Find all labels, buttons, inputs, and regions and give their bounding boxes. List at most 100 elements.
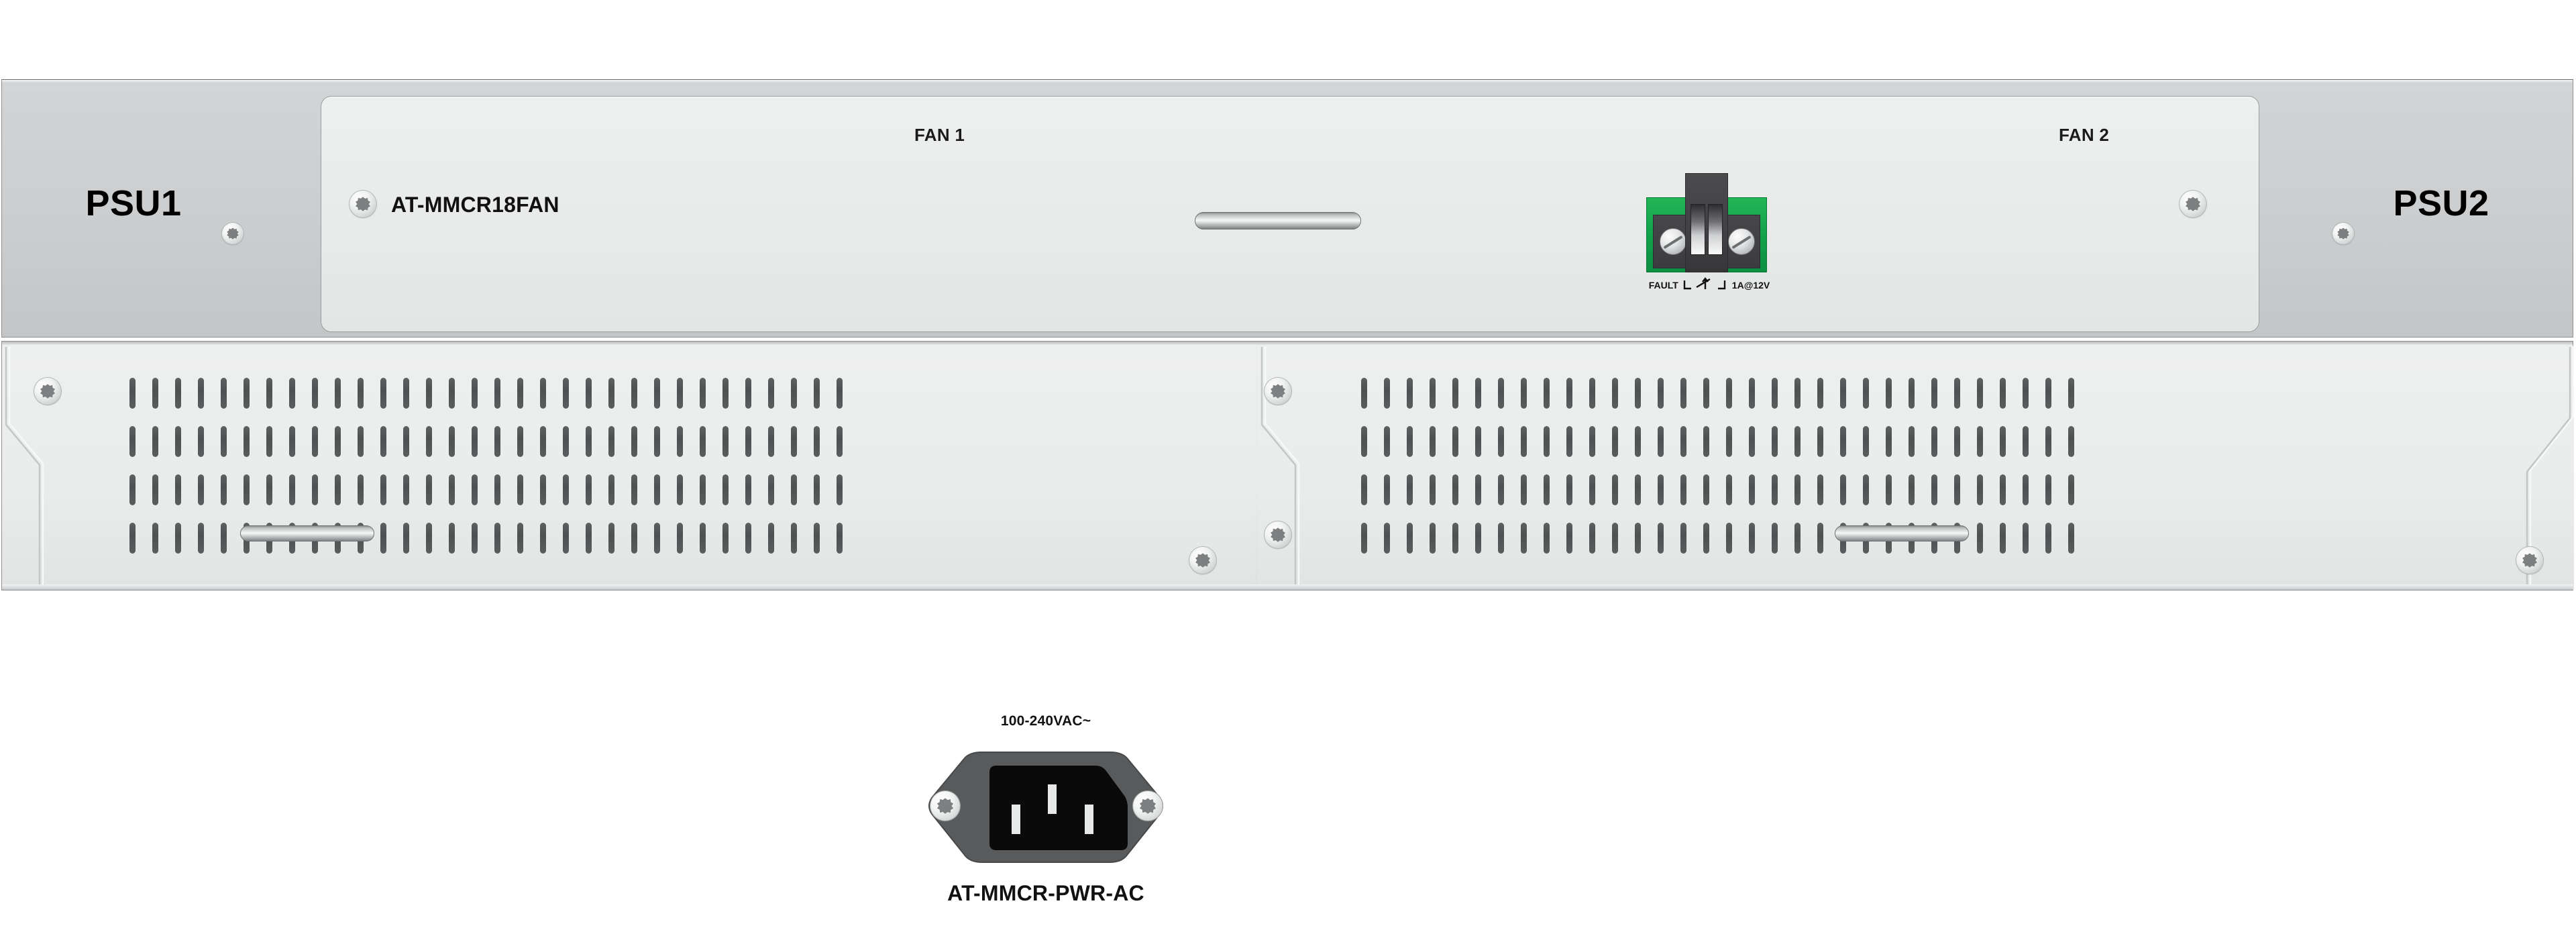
vent-slot [244, 378, 250, 409]
vent-slot [1977, 474, 1983, 505]
vent-slot [517, 426, 523, 457]
vent-slot [198, 426, 204, 457]
vent-slot [1749, 378, 1755, 409]
vent-slot [608, 523, 614, 554]
psu-left-screw-top[interactable] [34, 378, 61, 405]
fault-label: FAULT [1648, 279, 1678, 291]
sled-right-far-edge-outline [2453, 346, 2574, 590]
fan-module-screw-left[interactable] [350, 191, 376, 217]
vent-slot [244, 426, 250, 457]
vent-slot [129, 378, 136, 409]
vent-slot [517, 378, 523, 409]
vent-slot [1909, 474, 1915, 505]
vent-slot [768, 426, 774, 457]
psu-bay-2[interactable]: PSU2 [2310, 80, 2573, 337]
fan-module-screw-right[interactable] [2180, 191, 2206, 217]
vent-slot [677, 474, 683, 505]
vent-slot [403, 523, 409, 554]
vent-slot [1817, 426, 1823, 457]
vent-slot [494, 474, 500, 505]
vent-slot [677, 523, 683, 554]
vent-slot [1794, 523, 1801, 554]
vent-slot [791, 426, 797, 457]
vent-slot [563, 474, 569, 505]
vent-slot [1863, 426, 1869, 457]
psu-left-handle[interactable] [240, 525, 374, 542]
vent-slot [289, 426, 295, 457]
psu-left-screw-bottom[interactable] [1189, 547, 1216, 574]
chassis-seam-highlight [2, 342, 2573, 345]
vent-slot [1863, 474, 1869, 505]
fault-terminal-block[interactable]: FAULT 1A@12V [1634, 165, 1779, 291]
vent-slot [1544, 378, 1550, 409]
vent-slot [1658, 523, 1664, 554]
vent-slot [2023, 474, 2029, 505]
vent-slot [358, 378, 364, 409]
vent-slot [1544, 474, 1550, 505]
vent-slot [380, 474, 386, 505]
vent-slot [198, 523, 204, 554]
chassis-screw-top-right[interactable] [2332, 223, 2354, 244]
vent-slot [677, 378, 683, 409]
bottom-chassis: 100-240VAC~ AT-MMCR-PWR-AC [1, 341, 2574, 905]
vent-slot [563, 426, 569, 457]
vent-slot [586, 426, 592, 457]
vent-slot [1475, 523, 1481, 554]
vent-slot [358, 474, 364, 505]
vent-slot [472, 378, 478, 409]
psu-sled-right[interactable] [1258, 346, 2574, 590]
psu2-label: PSU2 [2393, 183, 2489, 223]
terminal-screw-2[interactable] [1728, 228, 1755, 255]
vent-slot [745, 474, 751, 505]
vent-slot [221, 523, 227, 554]
vent-slot [814, 474, 820, 505]
psu-right-handle[interactable] [1835, 525, 1969, 542]
psu-sled-left[interactable] [2, 346, 1255, 590]
vent-slot [1430, 426, 1436, 457]
vent-slot [1361, 378, 1367, 409]
vent-slot [1498, 378, 1504, 409]
vent-slot [449, 474, 455, 505]
vent-slot [1794, 426, 1801, 457]
terminal-screw-1[interactable] [1660, 228, 1686, 255]
vent-slot [1840, 378, 1846, 409]
psu-bay-1[interactable]: PSU1 [2, 80, 265, 337]
vent-slot [1977, 426, 1983, 457]
vent-slot [2000, 378, 2006, 409]
ac-power-inlet[interactable]: 100-240VAC~ AT-MMCR-PWR-AC [912, 713, 1180, 928]
vent-slot [1954, 426, 1960, 457]
vent-slot [1658, 474, 1664, 505]
vent-slot [1544, 523, 1550, 554]
vent-slot [700, 378, 706, 409]
fan-module[interactable]: FAN 1 FAN 2 AT-MMCR18FAN FAULT [321, 96, 2259, 332]
vent-slot [814, 426, 820, 457]
vent-slot [1452, 378, 1458, 409]
vent-slot [517, 474, 523, 505]
vent-slot [358, 426, 364, 457]
vent-slot [654, 426, 660, 457]
vent-slot [1612, 426, 1618, 457]
vent-slot [1703, 378, 1709, 409]
vent-slot [1635, 523, 1641, 554]
inlet-screw-left[interactable] [930, 791, 960, 821]
vent-slot [1566, 523, 1572, 554]
vent-slot [1886, 378, 1892, 409]
chassis-screw-top-left[interactable] [222, 223, 244, 244]
psu-right-screw-mid[interactable] [1265, 521, 1291, 548]
vent-slot [1384, 523, 1390, 554]
psu-right-screw-bottom[interactable] [2516, 547, 2543, 574]
vent-slot [1384, 426, 1390, 457]
vent-slot [1635, 378, 1641, 409]
vent-slot [449, 426, 455, 457]
vent-slot [175, 474, 181, 505]
psu-right-screw-top[interactable] [1265, 378, 1291, 405]
inlet-screw-right[interactable] [1133, 791, 1163, 821]
vent-slot [837, 474, 843, 505]
vent-slot [1452, 523, 1458, 554]
vent-slot [380, 426, 386, 457]
vent-slot [700, 474, 706, 505]
fan-module-handle[interactable] [1195, 212, 1361, 229]
vent-slot [1749, 426, 1755, 457]
vent-slot [2000, 426, 2006, 457]
vent-slot [1635, 426, 1641, 457]
